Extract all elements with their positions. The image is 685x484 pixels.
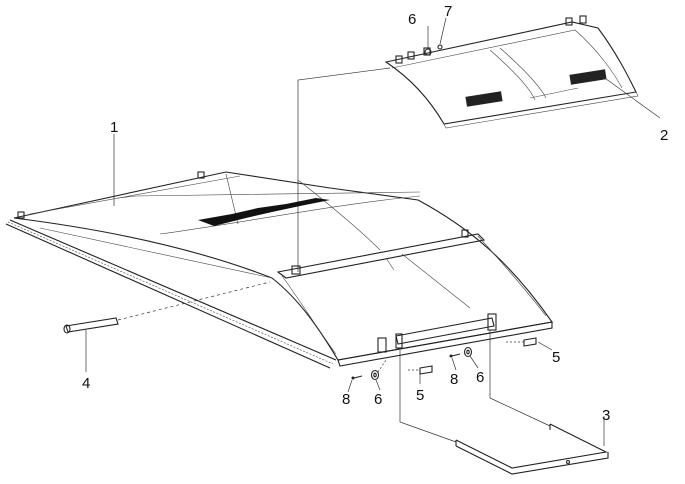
part-1-main-cover [5, 171, 553, 369]
part-4-rod [63, 281, 271, 334]
callout-6-top: 6 [408, 11, 416, 28]
fastener-screw-8-right [449, 353, 461, 358]
part-2-small-cover [384, 15, 639, 129]
callout-4: 4 [82, 375, 90, 392]
washer-6-right [463, 346, 473, 358]
vent-slots [198, 198, 330, 226]
callout-7: 7 [444, 3, 452, 20]
callout-1: 1 [110, 119, 118, 136]
part-3-u-frame [455, 423, 609, 475]
callout-6-left: 6 [374, 391, 382, 408]
callout-2: 2 [660, 127, 668, 144]
callout-5-center: 5 [416, 387, 424, 404]
callout-8-left: 8 [342, 391, 350, 408]
callout-8-right: 8 [450, 371, 458, 388]
pin-5-center [419, 365, 433, 375]
fastener-screw-8-left [351, 375, 363, 380]
vent-left [465, 91, 503, 107]
callout-5-right: 5 [552, 349, 560, 366]
vent-right [569, 69, 607, 85]
washer-6-left [370, 369, 380, 381]
pin-5-right [523, 337, 537, 347]
callout-3: 3 [602, 407, 610, 424]
callout-6-right: 6 [476, 369, 484, 386]
